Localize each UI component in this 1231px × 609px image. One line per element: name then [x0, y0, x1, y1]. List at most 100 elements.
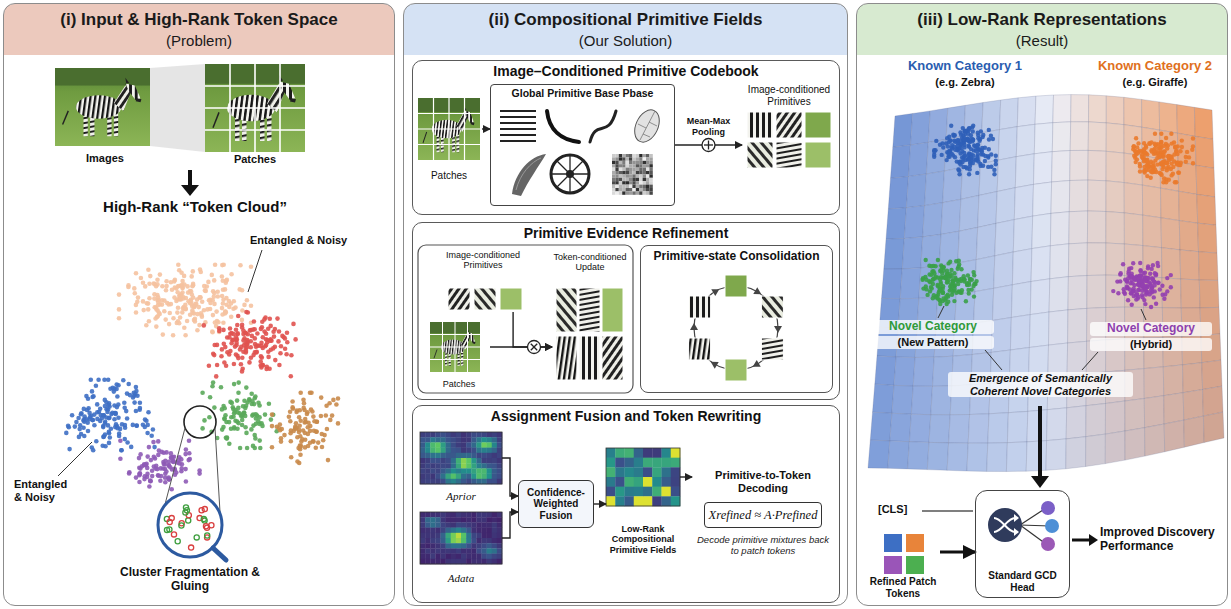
- token-point: [319, 414, 324, 419]
- token-point: [293, 426, 298, 431]
- category-point: [1131, 145, 1135, 149]
- heat-cell: [643, 448, 653, 458]
- noise-texture: [643, 178, 646, 181]
- category-point: [961, 137, 965, 141]
- noise-texture: [636, 171, 639, 174]
- noise-texture: [632, 154, 635, 157]
- category-point: [1145, 174, 1149, 178]
- heat-cell: [430, 543, 435, 549]
- token-point: [108, 435, 113, 440]
- noise-texture: [643, 174, 646, 177]
- heat-cell: [425, 512, 430, 518]
- token-point: [207, 415, 212, 420]
- surface-cell: [1088, 180, 1106, 211]
- heat-cell: [446, 453, 451, 459]
- token-point: [236, 314, 241, 319]
- heat-cell: [441, 468, 446, 474]
- token-point: [298, 447, 303, 452]
- token-point: [160, 302, 165, 307]
- noise-texture: [649, 171, 652, 174]
- surface-cell: [997, 157, 1016, 192]
- category-point: [956, 167, 960, 171]
- noise-texture: [615, 174, 618, 177]
- category-point: [1169, 132, 1173, 136]
- heatmap-frame: [606, 448, 680, 506]
- surface-cell: [994, 252, 1014, 288]
- surface-cell: [884, 239, 905, 270]
- token-point: [301, 398, 306, 403]
- heat-cell: [471, 533, 476, 539]
- token-point: [117, 316, 122, 321]
- token-point: [236, 380, 241, 385]
- token-point: [164, 469, 169, 474]
- token-point: [240, 322, 245, 327]
- token-point: [267, 401, 272, 406]
- heat-cell: [476, 528, 481, 534]
- token-point: [132, 286, 137, 291]
- heat-cell: [471, 448, 476, 454]
- token-point: [169, 280, 174, 285]
- heat-cell: [466, 517, 471, 523]
- token-point: [190, 304, 195, 309]
- category-point: [1158, 148, 1162, 152]
- category-point: [1167, 178, 1171, 182]
- token-point: [85, 408, 90, 413]
- token-point: [77, 427, 82, 432]
- surface-cell: [1087, 211, 1106, 243]
- surface-cell: [1106, 123, 1124, 153]
- surface-cell: [875, 356, 896, 386]
- token-point: [148, 274, 153, 279]
- primitive-tile: [579, 288, 600, 332]
- heatmap-frame: [420, 432, 502, 484]
- token-point: [253, 436, 258, 441]
- primitive-tile: [448, 288, 470, 310]
- noise-texture: [629, 181, 632, 184]
- heat-cell: [435, 548, 440, 554]
- heat-cell: [425, 448, 430, 454]
- primitive-tile: [602, 288, 623, 332]
- heat-cell: [497, 442, 502, 448]
- surface-cell: [978, 192, 998, 228]
- token-point: [150, 468, 155, 473]
- heat-cell: [425, 538, 430, 544]
- category-point: [987, 137, 991, 141]
- noise-texture: [619, 181, 622, 184]
- panel-header-bands: [4, 4, 1227, 55]
- token-point: [295, 459, 300, 464]
- surface-cell: [1178, 162, 1197, 194]
- surface-cell: [1164, 420, 1184, 452]
- token-point: [277, 363, 282, 368]
- surface-cell: [911, 111, 931, 145]
- token-point: [159, 474, 164, 479]
- category-point: [1145, 160, 1149, 164]
- category-point: [932, 150, 936, 154]
- heat-cell: [435, 448, 440, 454]
- token-point: [236, 410, 241, 415]
- token-point: [256, 343, 261, 348]
- heat-cell: [482, 479, 487, 485]
- category-point: [960, 149, 964, 153]
- category-point: [1177, 171, 1181, 175]
- token-point: [149, 434, 154, 439]
- noise-texture: [622, 188, 625, 191]
- surface-cell: [1196, 165, 1215, 197]
- token-point: [225, 436, 230, 441]
- heat-cell: [482, 448, 487, 454]
- token-point: [171, 532, 176, 537]
- surface-cell: [1089, 95, 1107, 123]
- heat-cell: [466, 463, 471, 469]
- token-point: [185, 319, 190, 324]
- surface-cell: [1071, 95, 1089, 122]
- heat-cell: [487, 432, 492, 438]
- token-point: [173, 278, 178, 283]
- category-point: [1140, 155, 1144, 159]
- token-point: [251, 444, 256, 449]
- token-point: [287, 415, 292, 420]
- surface-cell: [1144, 396, 1164, 428]
- category-point: [1159, 132, 1163, 136]
- token-point: [118, 439, 123, 444]
- noise-texture: [612, 178, 615, 181]
- token-point: [141, 299, 146, 304]
- heat-cell: [466, 522, 471, 528]
- token-point: [171, 460, 176, 465]
